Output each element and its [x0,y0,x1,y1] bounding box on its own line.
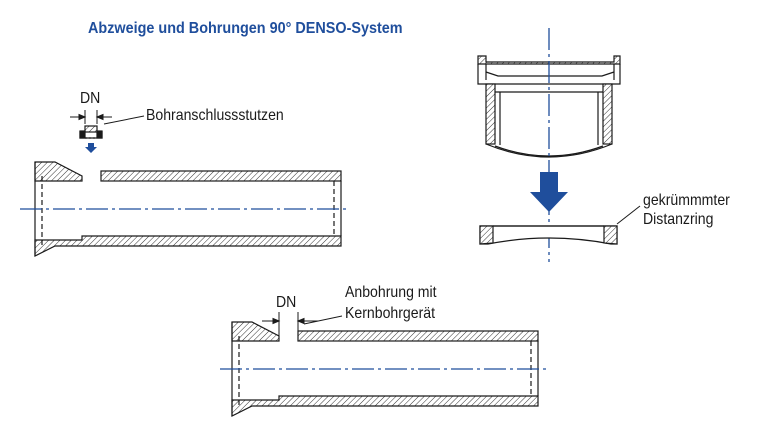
bohranschlussstutzen-fitting [79,125,103,139]
saddle-fitting [477,55,621,158]
dn-label-bottom: DN [276,294,297,311]
pipe-top-left-wall-top-right [100,170,342,182]
ring-leader-line [616,205,641,225]
distanzring-label: Distanzring [643,211,714,228]
dn-dimension-bottom [262,312,343,336]
gekruemmter-label: gekrümmmter [643,192,730,209]
anbohrung-label: Anbohrung mit [345,284,437,301]
pipe-bottom [231,321,539,417]
dn-label-top: DN [80,90,101,107]
dn-dimension-top [70,110,145,125]
distance-ring [479,225,618,245]
kernbohrgeraet-label: Kernbohrgerät [345,305,436,322]
insertion-arrow-large-icon [530,172,568,212]
diagram-title: Abzweige und Bohrungen 90° DENSO-System [88,20,403,37]
insertion-arrow-small-icon [85,143,97,153]
pipe-top-left-wall-bottom [34,235,342,257]
bohranschlussstutzen-label: Bohranschlussstutzen [146,107,284,124]
